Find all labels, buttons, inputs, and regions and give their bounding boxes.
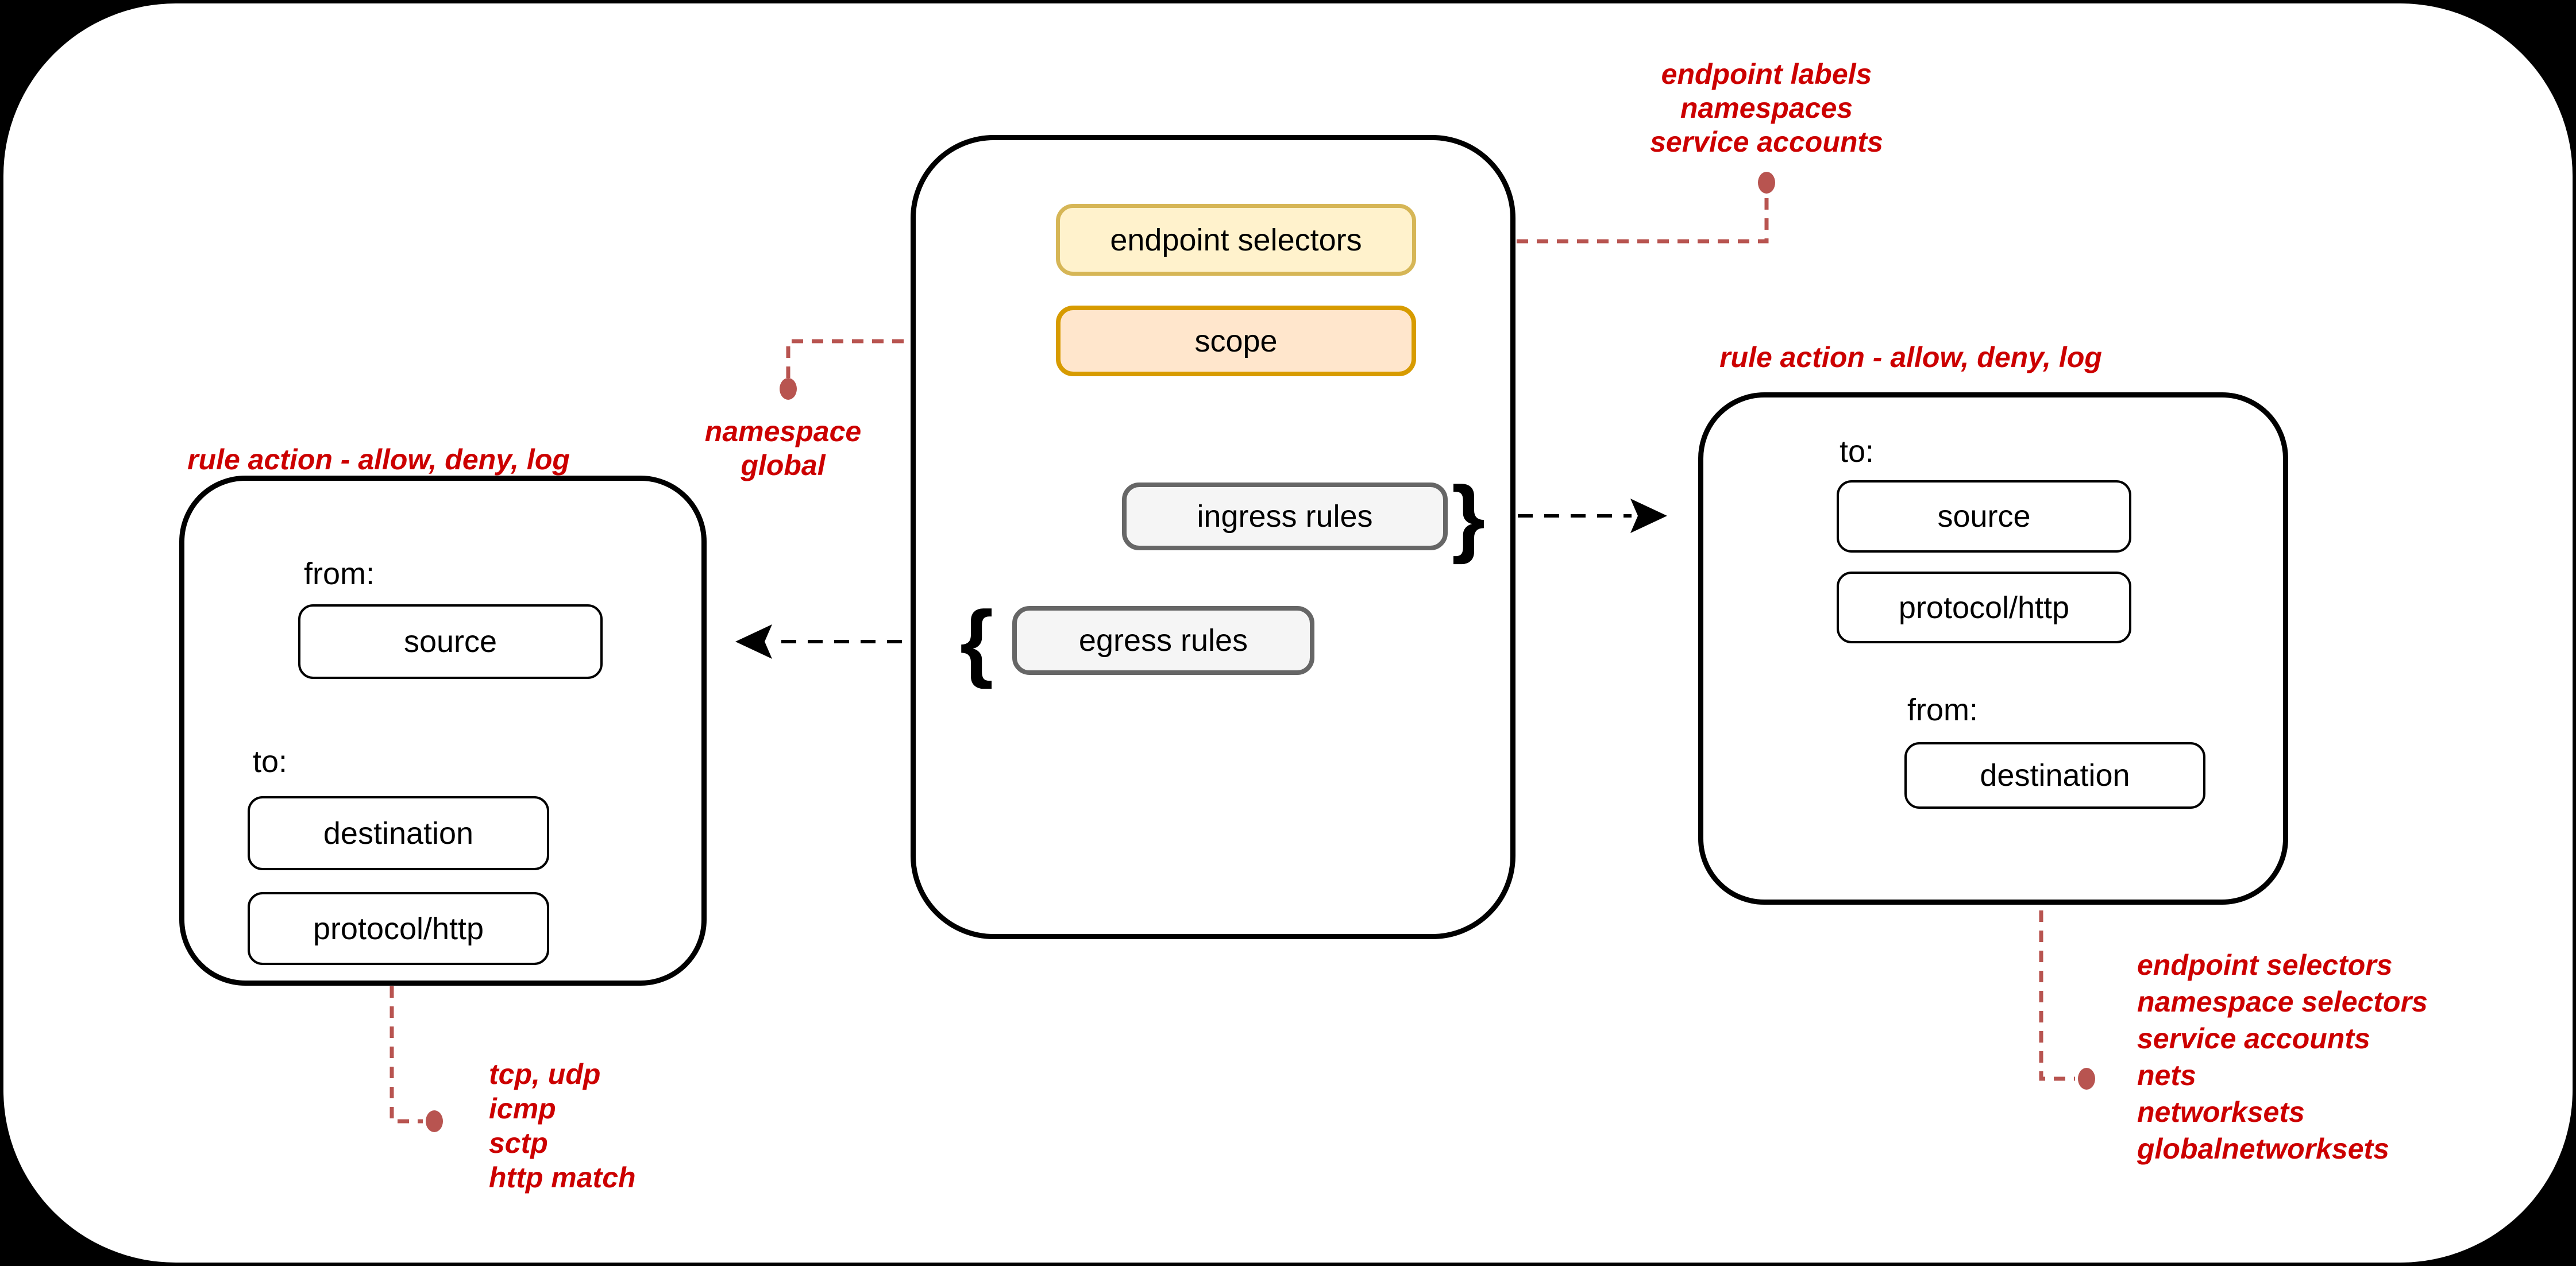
ingress-destination-box: destination [1904,742,2205,809]
egress-from-label: from: [304,557,375,591]
ingress-from-label: from: [1907,693,1979,727]
scope-values-annotation: namespace global [668,415,898,483]
egress-destination-label: destination [323,816,474,851]
ingress-brace: } [1451,468,1486,565]
ingress-rules-label: ingress rules [1197,499,1373,534]
scope-label: scope [1194,323,1278,358]
ingress-source-box: source [1837,480,2131,553]
ingress-destination-label: destination [1980,758,2130,793]
annotation-line: globalnetworksets [2137,1133,2389,1165]
dot-scope-values [780,378,797,400]
ingress-source-label: source [1937,499,2031,534]
ingress-arrowhead-icon [1630,499,1667,533]
annotation-line: tcp, udp [489,1058,601,1090]
annotation-line: global [741,449,826,481]
annotation-line: http match [489,1161,636,1194]
connector-endpoint-labels [1416,193,1769,244]
annotation-line: namespace selectors [2137,986,2428,1018]
scope-box: scope [1056,306,1416,376]
ingress-to-label: to: [1840,434,1875,469]
dot-protocol-values [426,1110,443,1132]
egress-rules-box: egress rules [1012,606,1314,675]
egress-source-label: source [403,624,498,659]
annotation-line: networksets [2137,1096,2305,1128]
endpoint-labels-annotation: endpoint labels namespaces service accou… [1565,57,1968,159]
annotation-line: endpoint selectors [2137,949,2393,981]
annotation-line: nets [2137,1059,2196,1091]
ingress-detail-box [1698,392,2288,905]
endpoint-selectors-box: endpoint selectors [1056,204,1416,276]
egress-protocol-label: protocol/http [313,911,484,946]
egress-brace: { [959,593,994,689]
egress-to-label: to: [253,744,288,779]
egress-source-box: source [298,604,603,679]
dot-destination-values [2078,1068,2095,1090]
annotation-line: endpoint labels [1661,58,1872,90]
ingress-rule-action-heading: rule action - allow, deny, log [1719,341,2102,373]
egress-arrowhead-icon [735,624,772,659]
destination-values-annotation: endpoint selectors namespace selectors s… [2137,947,2428,1167]
egress-rules-label: egress rules [1078,623,1248,658]
annotation-line: service accounts [2137,1022,2370,1055]
protocol-values-annotation: tcp, udp icmp sctp http match [489,1057,636,1195]
annotation-line: sctp [489,1127,548,1159]
egress-destination-box: destination [248,796,549,870]
connector-protocol-values [390,966,423,1124]
ingress-rules-box: ingress rules [1122,483,1448,550]
annotation-line: namespace [704,415,862,447]
egress-protocol-box: protocol/http [248,892,549,965]
annotation-line: service accounts [1650,126,1883,158]
dot-endpoint-labels [1758,172,1775,194]
annotation-line: icmp [489,1093,556,1125]
egress-rule-action-heading: rule action - allow, deny, log [187,443,570,476]
annotation-line: namespaces [1680,92,1853,124]
ingress-protocol-box: protocol/http [1837,572,2131,643]
ingress-protocol-label: protocol/http [1898,590,2070,625]
endpoint-selectors-label: endpoint selectors [1110,222,1362,257]
